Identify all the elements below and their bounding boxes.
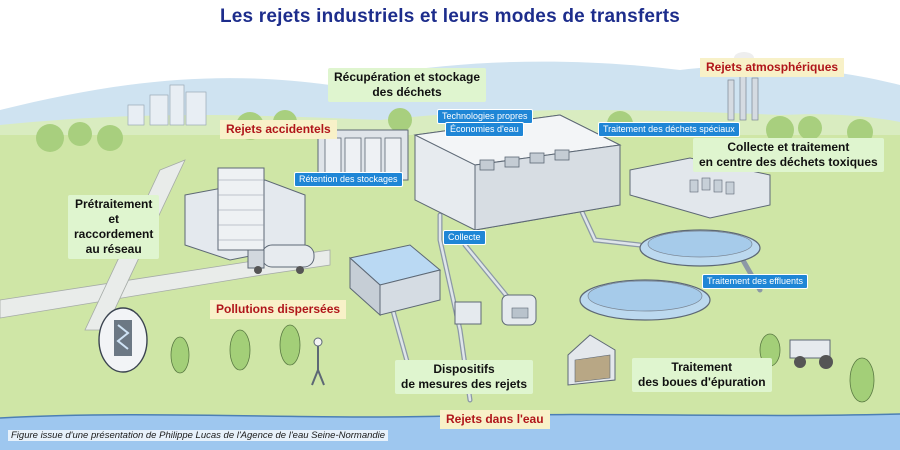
sewer-tunnel [98,307,148,373]
foreground-trees [170,324,875,403]
label-economies-eau: Économies d'eau [445,122,524,137]
toxic-waste-center [629,157,771,219]
effluent-pond [639,229,761,267]
label-collecte: Collecte [443,230,486,245]
measurement-devices [454,294,537,326]
figure-caption: Figure issue d'une présentation de Phili… [8,430,389,441]
label-rejets-atmospheriques: Rejets atmosphériques [700,58,845,77]
sludge-shed [567,334,616,386]
walking-person [311,337,325,386]
tanker-truck [247,244,315,274]
label-rejets-accidentels: Rejets accidentels [220,120,337,139]
label-retention-stockages: Rétention des stockages [294,172,403,187]
label-collecte-traitement: Collecte et traitement en centre des déc… [693,138,884,172]
town-buildings [127,84,207,126]
label-recuperation-stockage: Récupération et stockage des déchets [328,68,487,102]
sludge-pond [579,279,711,321]
label-pollutions-dispersees: Pollutions dispersées [210,300,347,319]
river [0,414,900,450]
label-traitement-effluents: Traitement des effluents [702,274,809,289]
label-pretraitement: Prétraitement et raccordement au réseau [68,195,160,259]
label-traitement-boues: Traitement des boues d'épuration [632,358,772,392]
label-dispositifs-mesures: Dispositifs de mesures des rejets [395,360,534,394]
label-traitement-dechets-speciaux: Traitement des déchets spéciaux [598,122,740,137]
collection-basin [348,244,442,317]
diagram-title: Les rejets industriels et leurs modes de… [219,6,681,27]
pretreatment-building [184,167,306,261]
label-rejets-eau: Rejets dans l'eau [440,410,550,429]
main-factory [413,114,622,231]
tractor [789,339,833,369]
